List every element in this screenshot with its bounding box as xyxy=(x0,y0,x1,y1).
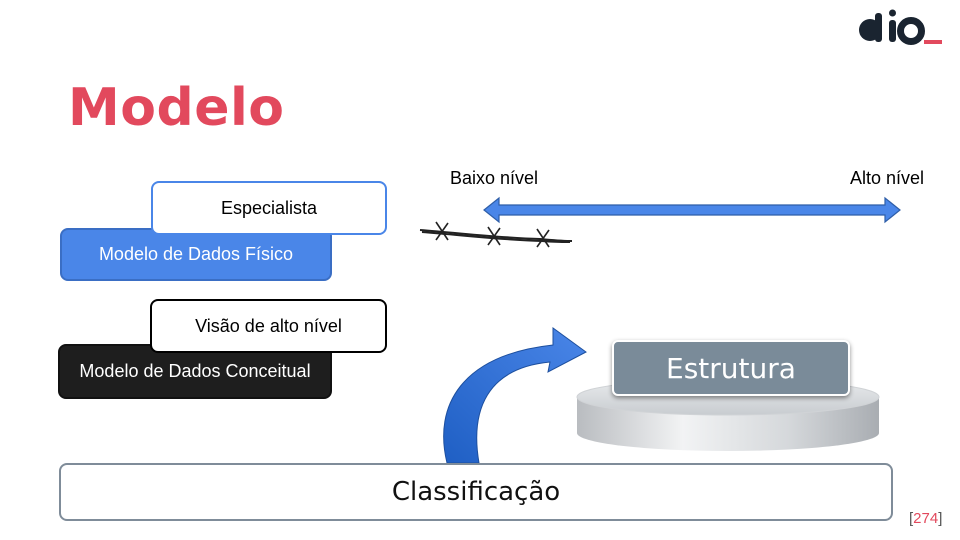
specialist-label: Especialista xyxy=(220,197,318,218)
page-number: [274] xyxy=(909,510,942,527)
dio-logo xyxy=(859,9,942,45)
page-number-value: 274 xyxy=(913,510,939,527)
specialist-box: Especialista xyxy=(151,181,387,235)
classification-box: Classificação xyxy=(59,463,893,521)
low-level-label: Baixo nível xyxy=(450,168,539,188)
physical-model-box: Modelo de Dados Físico xyxy=(60,228,332,281)
high-level-view-box: Visão de alto nível xyxy=(150,299,387,353)
slide-title: Modelo xyxy=(68,78,285,138)
classification-label: Classificação xyxy=(391,477,561,507)
level-double-arrow xyxy=(483,196,901,224)
high-level-label: Alto nível xyxy=(850,168,925,188)
conceptual-model-box: Modelo de Dados Conceitual xyxy=(58,344,332,399)
curved-arrow-icon xyxy=(443,327,587,464)
page-number-open: [ xyxy=(909,510,914,527)
structure-label: Estrutura xyxy=(666,351,796,385)
page-number-close: ] xyxy=(938,510,943,527)
conceptual-model-label: Modelo de Dados Conceitual xyxy=(79,361,311,381)
high-level-view-label: Visão de alto nível xyxy=(195,315,342,336)
physical-model-label: Modelo de Dados Físico xyxy=(98,244,294,264)
structure-box: Estrutura xyxy=(612,340,850,396)
barbed-wire-icon xyxy=(419,221,573,248)
